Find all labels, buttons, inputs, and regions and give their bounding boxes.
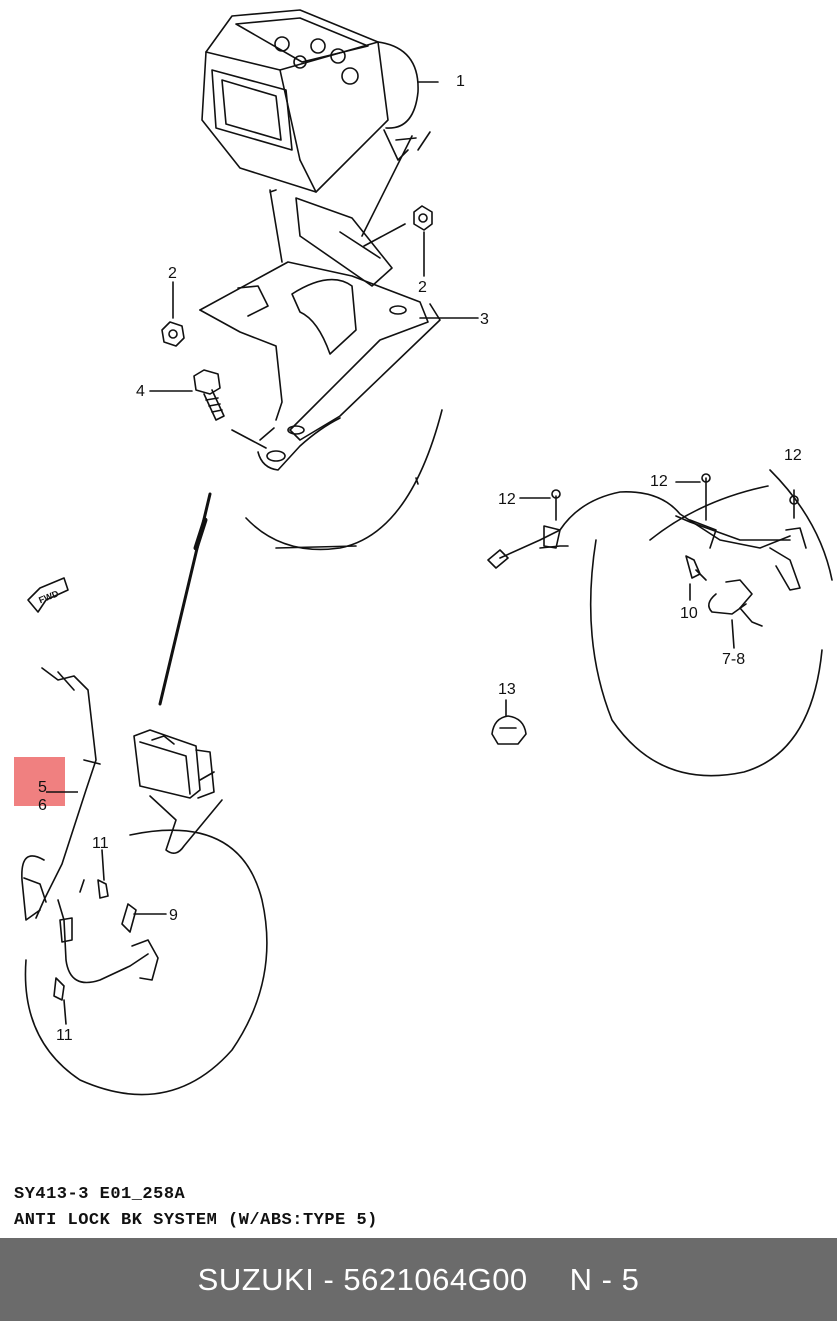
callout-11-upper: 11 bbox=[92, 835, 109, 852]
diagram-position: N - 5 bbox=[569, 1261, 640, 1297]
rear-wheel-speed-sensor bbox=[487, 469, 833, 777]
callout-12-right: 12 bbox=[784, 447, 802, 464]
callout-12-left: 12 bbox=[498, 491, 516, 508]
callout-11-lower: 11 bbox=[56, 1027, 73, 1044]
diagram-code: SY413-3 E01_258A bbox=[14, 1185, 186, 1204]
callout-10: 10 bbox=[680, 605, 698, 622]
footer-bar: SUZUKI - 5621064G00 N - 5 bbox=[0, 1238, 837, 1321]
exploded-view-drawing: 1 2 2 3 4 5 6 7-8 9 10 11 11 12 12 12 13… bbox=[14, 9, 833, 1230]
callout-9: 9 bbox=[169, 907, 178, 924]
callout-4: 4 bbox=[136, 383, 145, 400]
diagram-title: ANTI LOCK BK SYSTEM (W/ABS:TYPE 5) bbox=[14, 1211, 378, 1230]
abs-hydraulic-unit bbox=[201, 9, 439, 193]
abs-bracket bbox=[199, 189, 479, 471]
brand-name: SUZUKI bbox=[197, 1261, 315, 1297]
fwd-arrow-icon bbox=[27, 577, 69, 613]
callout-2-right: 2 bbox=[418, 279, 427, 296]
callout-1: 1 bbox=[456, 73, 465, 90]
callout-12-middle: 12 bbox=[650, 473, 668, 490]
flange-nut bbox=[413, 205, 433, 277]
parts-diagram: 1 2 2 3 4 5 6 7-8 9 10 11 11 12 12 12 13… bbox=[14, 9, 833, 1230]
callout-13: 13 bbox=[498, 681, 516, 698]
front-wheel-speed-sensor bbox=[21, 667, 268, 1096]
bolt bbox=[149, 369, 225, 421]
callout-3: 3 bbox=[480, 311, 489, 328]
hose-clip bbox=[491, 699, 527, 745]
callout-7-8: 7-8 bbox=[722, 651, 745, 668]
callout-6: 6 bbox=[38, 797, 47, 814]
highlight-box bbox=[14, 757, 65, 806]
callout-5: 5 bbox=[38, 779, 47, 796]
footer-text: SUZUKI - 5621064G00 N - 5 bbox=[198, 1262, 640, 1298]
callout-2-left: 2 bbox=[168, 265, 177, 282]
part-number: 5621064G00 bbox=[343, 1261, 528, 1297]
separator: - bbox=[314, 1261, 344, 1297]
flange-nut bbox=[161, 281, 185, 347]
